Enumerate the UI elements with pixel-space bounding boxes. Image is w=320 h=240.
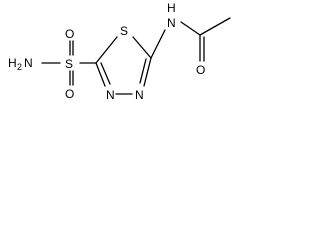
bond-c5-s1 bbox=[95, 36, 118, 64]
bond-c2-nh bbox=[150, 29, 166, 59]
amide-h-label: H bbox=[167, 1, 176, 15]
ring-s-label: S bbox=[120, 24, 128, 38]
bond-nh-carbonyl bbox=[180, 21, 201, 36]
bond-carbonyl-methyl bbox=[199, 17, 231, 36]
bond-c2-n3-double bbox=[139, 58, 147, 84]
sulfonamide-h-label: H bbox=[8, 56, 17, 70]
ring-n-left-label: N bbox=[106, 88, 115, 102]
sulfonamide-n-label: N bbox=[24, 56, 33, 70]
chemical-structure: H 2 N S O O S N N H N O bbox=[8, 1, 231, 102]
bond-c2-n3 bbox=[143, 57, 152, 87]
sulfonyl-o-bottom-label: O bbox=[65, 87, 74, 101]
bond-s1-c2 bbox=[132, 36, 152, 59]
bond-n4-c5 bbox=[95, 62, 106, 87]
ring-n-right-label: N bbox=[135, 88, 144, 102]
carbonyl-o-label: O bbox=[196, 63, 205, 77]
sulfonyl-o-top-label: O bbox=[65, 27, 74, 41]
bond-n4-c5-double bbox=[100, 62, 111, 85]
amide-n-label: N bbox=[167, 16, 176, 30]
sulfonamide-h-subscript: 2 bbox=[17, 62, 22, 72]
sulfonyl-s-label: S bbox=[65, 57, 73, 71]
